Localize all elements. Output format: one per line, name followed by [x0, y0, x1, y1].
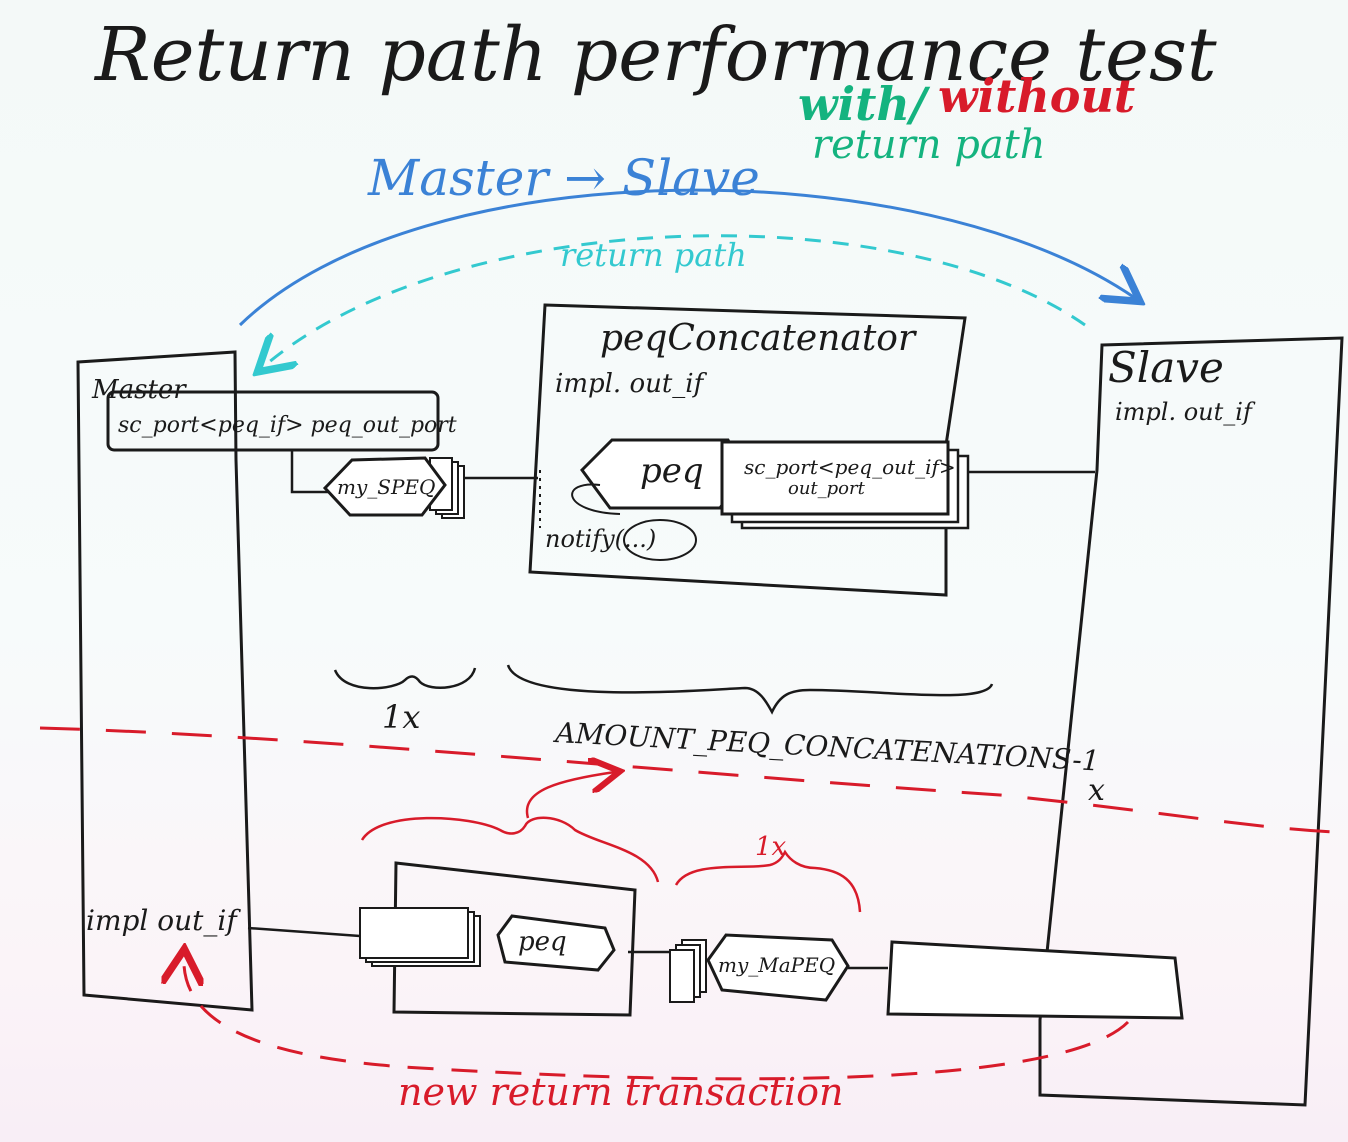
bottom-peq-stack-1: [359, 907, 469, 959]
my-mapeq-component: my_MaPEQ: [669, 933, 850, 1003]
red-brace-right: [674, 849, 862, 913]
bottom-peq-label: peq: [518, 927, 567, 957]
without-label: without: [938, 69, 1135, 123]
brace-1x-top-label: 1x: [382, 698, 420, 736]
concatenator-title: peqConcatenator: [600, 318, 917, 359]
slave-impl-label: impl. out_if: [1115, 398, 1256, 426]
my-mapeq-label: my_MaPEQ: [718, 953, 835, 977]
out-port-box: [720, 440, 950, 516]
bottom-right-box: [886, 940, 1184, 1020]
my-speq-hexagon: [322, 456, 447, 517]
master-port-label: sc_port<peq_if> peq_out_port: [118, 413, 457, 438]
concat-peq-label: peq: [640, 451, 704, 491]
notify-loop: [571, 483, 621, 515]
out-port-label-1: sc_port<peq_out_if>: [744, 455, 956, 479]
notify-ellipse: [623, 519, 697, 561]
master-box: [76, 350, 254, 1012]
return-path-subtitle: return path: [812, 122, 1046, 168]
my-speq-component: my_SPEQ: [322, 456, 465, 519]
concat-out-port-component: sc_port<peq_out_if> out_port: [720, 440, 970, 530]
master-port-wire: [290, 450, 330, 494]
slave-label: Slave: [1108, 343, 1224, 392]
my-mapeq-hexagon: [706, 933, 850, 1002]
bottom-peq-hexagon: [496, 914, 616, 972]
mapeq-stack-1: [669, 949, 695, 1003]
slave-box: [1038, 336, 1344, 1107]
separator-dashed-line: [39, 726, 1336, 834]
master-to-slave-arc: [238, 188, 1135, 327]
notify-label: notify(...): [545, 525, 656, 553]
return-path-arc: [262, 234, 1086, 368]
red-brace-1x-label: 1x: [755, 832, 787, 862]
red-arrow-up: [525, 772, 615, 819]
master-label: Master: [91, 375, 187, 405]
return-path-arc-label: return path: [560, 236, 747, 274]
diagram-title: Return path performance test: [93, 12, 1217, 98]
new-return-arc: [184, 955, 1130, 1081]
master-port-box: [106, 390, 440, 452]
brace-amount: [506, 664, 994, 715]
amount-suffix: x: [1088, 773, 1105, 808]
bottom-peq-component: peq: [359, 907, 616, 972]
master-to-bottom-wire: [247, 926, 361, 938]
master-impl-label: impl out_if: [86, 904, 241, 937]
brace-1x-top: [333, 667, 477, 690]
with-label: with/: [798, 77, 931, 131]
concat-peq-component: peq: [580, 438, 747, 510]
my-speq-label: my_SPEQ: [337, 475, 435, 499]
out-port-label-2: out_port: [788, 478, 866, 499]
concatenator-impl-label: impl. out_if: [555, 369, 708, 399]
red-brace-left: [360, 816, 660, 883]
new-return-label: new return transaction: [398, 1070, 843, 1114]
